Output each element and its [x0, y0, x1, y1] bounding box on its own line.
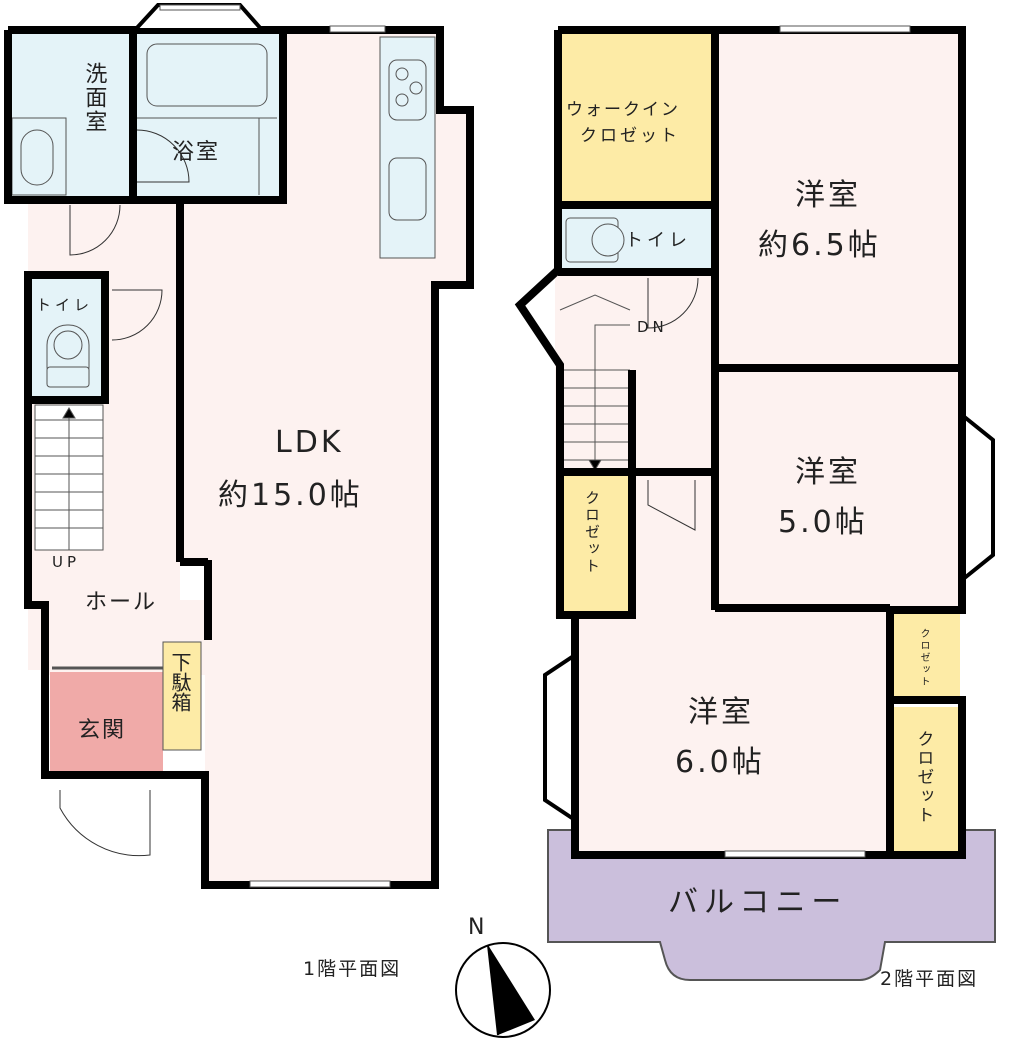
floor1-plan [4, 3, 474, 889]
floor2-plan [514, 25, 996, 981]
stairs-1f [34, 404, 104, 551]
label-wic-line1: ウォークイン [566, 100, 680, 120]
label-room-b-size: 5.0帖 [778, 505, 868, 540]
label-hall: ホール [85, 590, 158, 615]
label-toilet-1f: トイレ [36, 296, 94, 314]
label-bath: 浴室 [172, 140, 221, 165]
label-room-b: 洋室 [795, 455, 861, 490]
label-washroom: 洗面室 [81, 62, 107, 134]
bathtub [146, 43, 268, 107]
label-stairs-down: DN [637, 318, 668, 336]
stove [388, 59, 427, 121]
shoebox-area [162, 641, 202, 751]
label-stairs-up: UP [52, 553, 81, 571]
label-room-c: 洋室 [688, 695, 754, 730]
compass-north-label: N [468, 915, 485, 940]
floor2-caption: 2階平面図 [880, 968, 979, 990]
walls-2f [514, 26, 966, 859]
entrance-area [50, 672, 163, 775]
label-balcony: バルコニー [668, 885, 848, 920]
label-shoebox: 下駄箱 [168, 652, 192, 712]
floor1-caption: 1階平面図 [303, 958, 402, 980]
sink [388, 157, 427, 221]
label-room-c-size: 6.0帖 [675, 745, 765, 780]
label-closet-right: クロゼット [913, 730, 934, 825]
stairs-2f [559, 294, 631, 471]
label-ldk-size: 約15.0帖 [218, 478, 363, 513]
balcony-area [547, 829, 996, 981]
label-closet-left: クロゼット [583, 490, 601, 575]
label-toilet-2f: トイレ [625, 230, 691, 251]
compass [455, 942, 551, 1038]
label-closet-right-small: クロゼット [918, 628, 929, 688]
label-room-a-size: 約6.5帖 [758, 228, 881, 263]
label-entrance: 玄関 [78, 718, 127, 743]
label-ldk: LDK [275, 425, 344, 460]
label-room-a: 洋室 [795, 178, 861, 213]
label-wic-line2: クロゼット [580, 126, 680, 146]
